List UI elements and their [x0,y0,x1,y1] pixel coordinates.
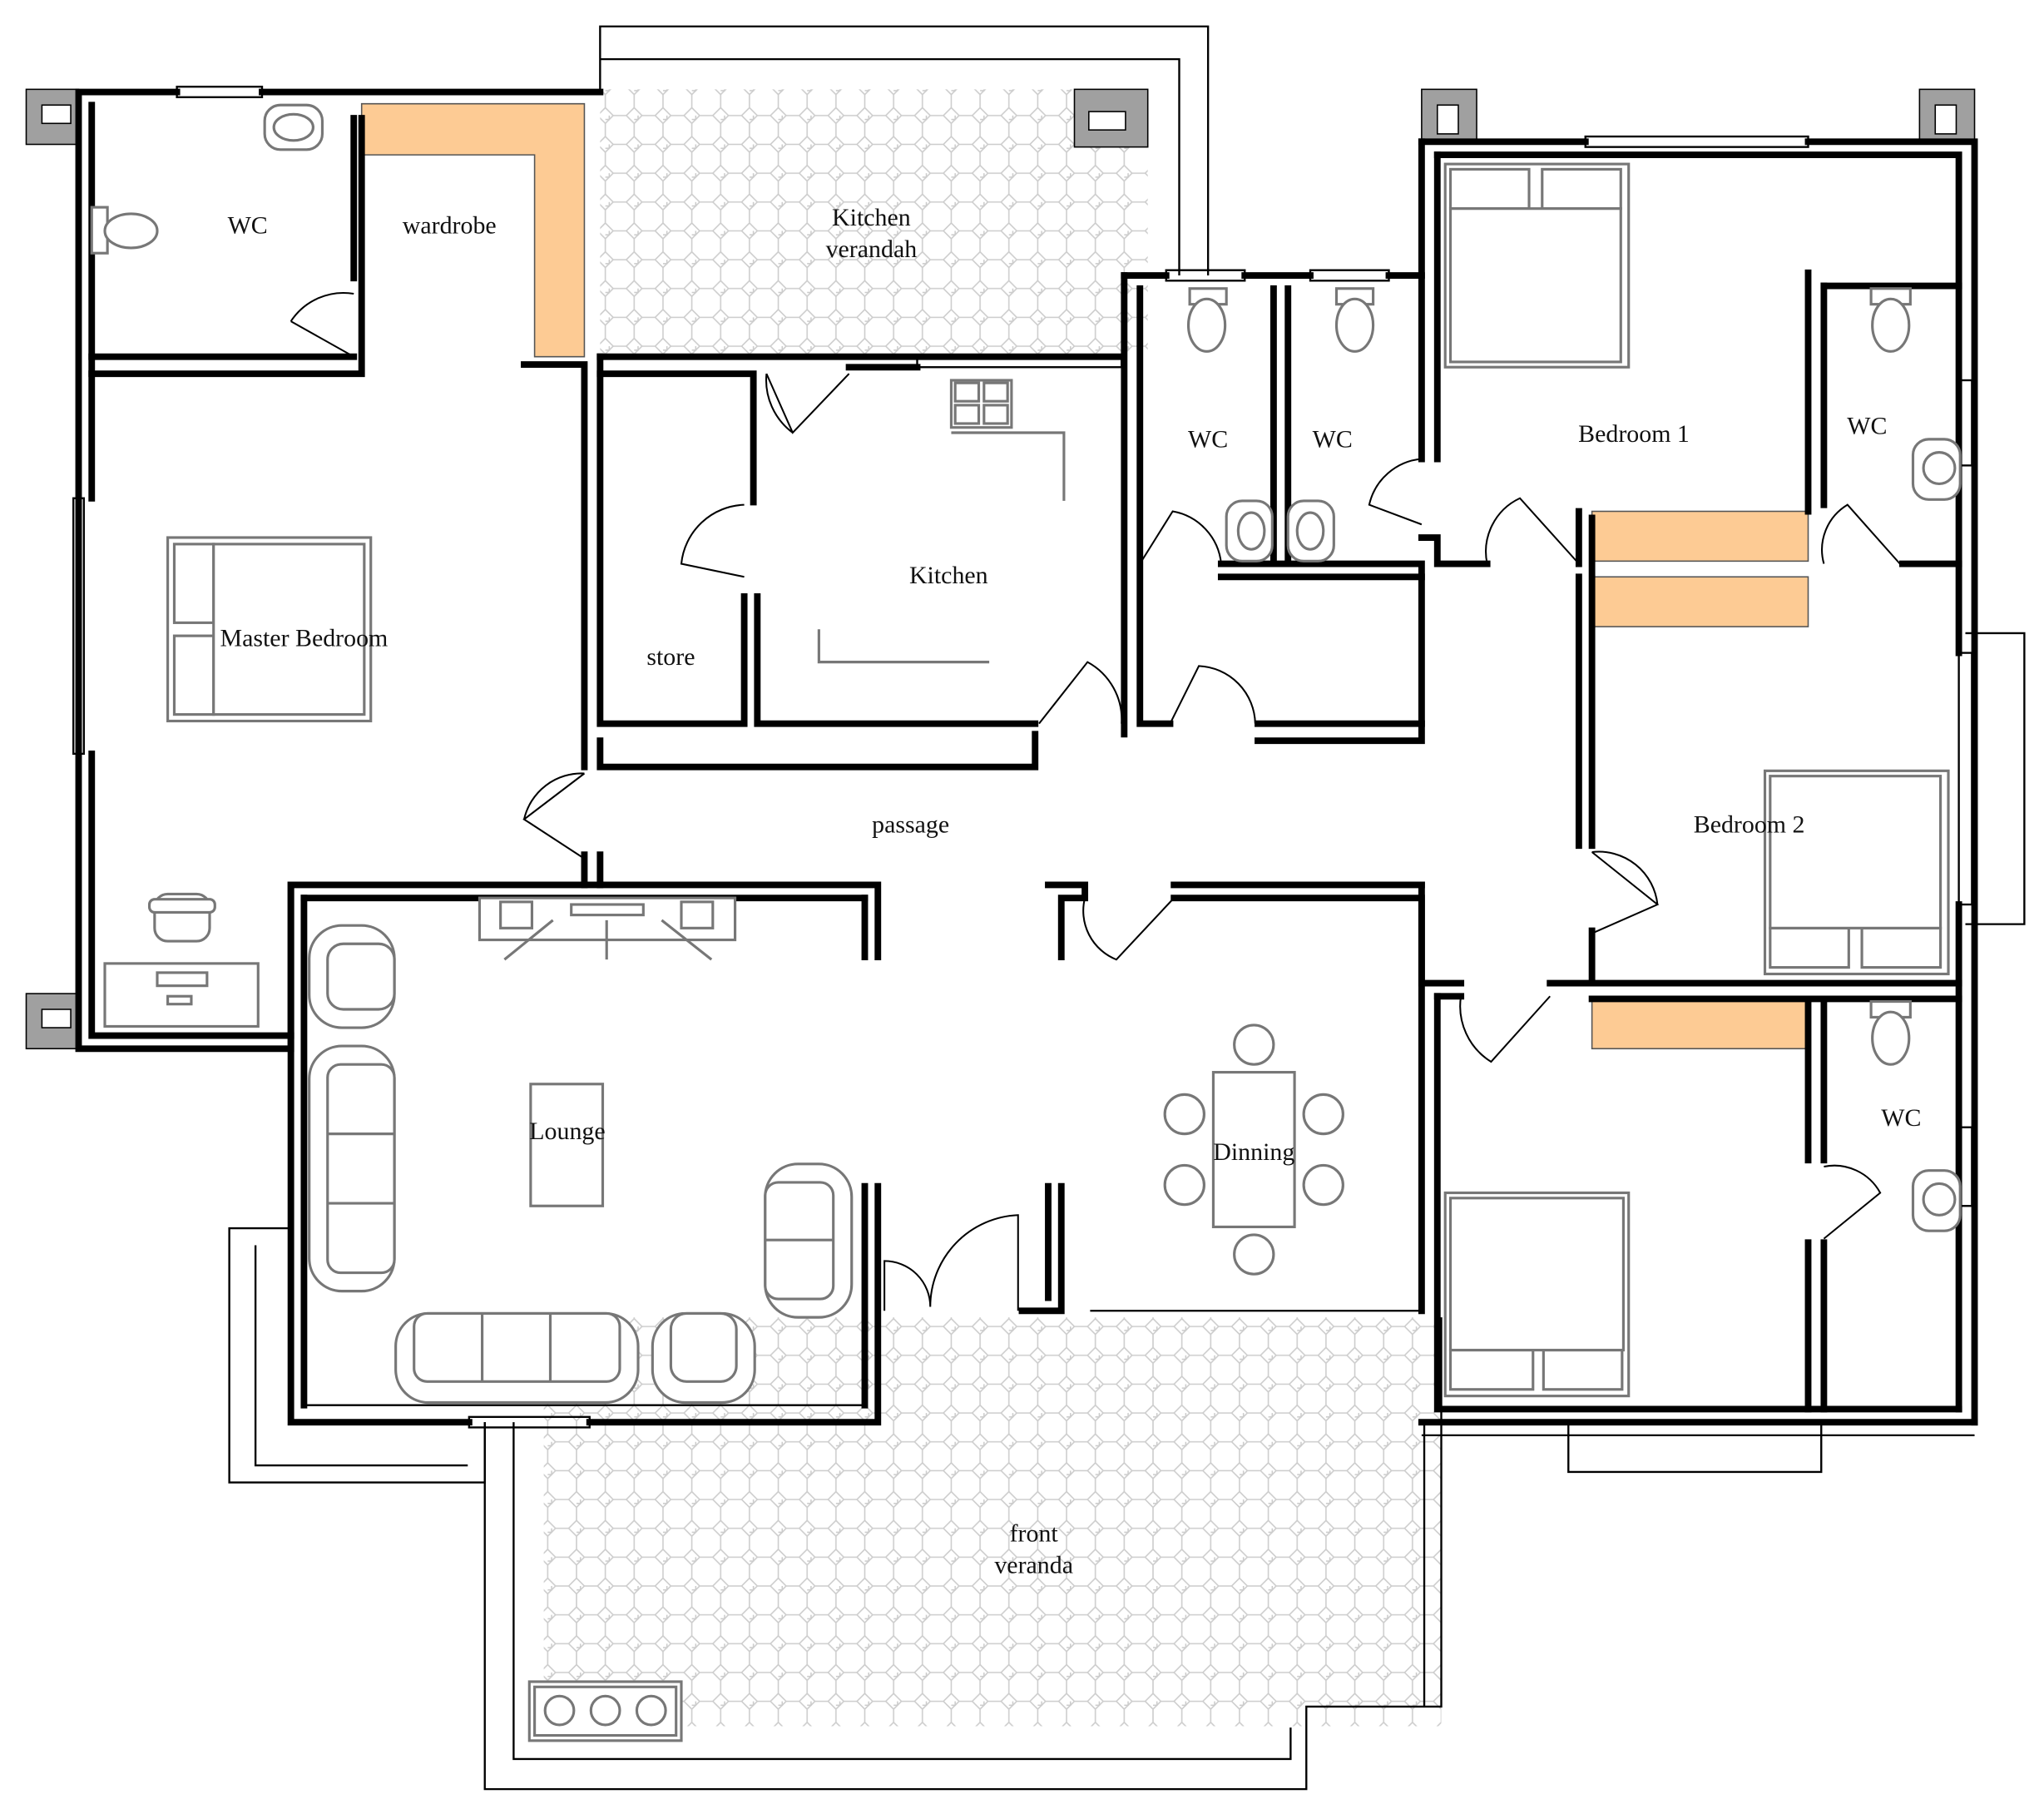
stove-icon [949,379,1013,429]
label-dining: Dinning [1213,1138,1294,1166]
sink-icon [1286,499,1335,563]
label-wc-bedroom3: WC [1881,1104,1921,1132]
toilet-icon [1334,287,1375,353]
label-store: store [646,643,695,671]
door-kitchen-verandah [765,373,850,434]
toilet-icon [1186,287,1228,353]
wardrobe-bedroom3 [1591,998,1809,1050]
toilet-icon [1869,999,1912,1066]
tv-unit-icon [478,896,737,961]
doors [290,292,1901,1311]
door-wc-bedroom1 [1821,503,1901,565]
door-kitchen [1038,661,1123,725]
chair-icon [147,892,216,943]
windows [72,86,1973,1429]
armchair-icon [308,924,396,1029]
label-wc-bedroom1: WC [1847,413,1887,440]
columns [25,88,1976,1050]
bed-icon-bedroom3 [1443,1191,1631,1398]
door-bedroom2 [1591,850,1660,934]
column [1073,88,1149,148]
door-wc1 [1139,510,1222,565]
wardrobe-bedroom2 [1591,576,1809,627]
label-bedroom-2: Bedroom 2 [1694,810,1805,838]
furniture [90,103,1962,1742]
door-dining [1082,897,1175,961]
sink-icon [263,103,324,151]
door-wc2 [1169,665,1256,725]
door-front [883,1214,1019,1311]
armchair-icon [651,1311,756,1405]
outline-lines [228,25,2026,1791]
kitchen-counter [951,431,1066,501]
desk-icon [103,962,260,1028]
label-front-veranda: front [1010,1519,1059,1547]
kitchen-verandah-floor [600,89,1148,357]
label-front-veranda-2: veranda [994,1551,1073,1579]
door-wc-master [290,292,354,358]
label-lounge: Lounge [529,1118,605,1145]
label-wc-master: WC [228,212,268,240]
label-bedroom-1: Bedroom 1 [1578,420,1690,448]
armchair-icon [764,1162,854,1319]
wardrobe-bedroom1 [1591,510,1809,563]
label-wc-2: WC [1313,425,1353,453]
door-bedroom1 [1368,458,1423,526]
room-labels: WC wardrobe Kitchen verandah Master Bedr… [220,204,1921,1579]
bed-icon-bedroom1 [1443,162,1631,369]
label-wardrobe: wardrobe [403,212,497,240]
dining-table-icon [1163,1023,1344,1276]
label-passage: passage [872,810,949,838]
sink-icon [1911,1169,1962,1232]
door-bedroom3 [1459,995,1551,1063]
coffee-table-icon [529,1083,605,1207]
door-master-bedroom [522,772,586,860]
door-wc-bedroom3 [1823,1164,1882,1240]
toilet-icon [90,206,159,255]
wardrobes [360,102,1809,1050]
label-kitchen-verandah: Kitchen [832,204,911,231]
label-kitchen-verandah-2: verandah [826,235,918,263]
toilet-icon [1869,287,1912,353]
door-store [680,503,745,578]
sofa-icon [394,1311,640,1405]
master-bed-icon [166,536,373,723]
bed-icon-bedroom2 [1763,769,1950,976]
sink-icon [1911,438,1962,501]
planter-icon [527,1680,683,1742]
label-kitchen: Kitchen [909,562,988,589]
kitchen-counter [817,629,990,664]
sink-icon [1225,499,1274,563]
label-master-bedroom: Master Bedroom [220,625,388,652]
sofa-icon [308,1044,396,1293]
door-bedroom1-main [1485,497,1580,565]
label-wc-1: WC [1188,425,1228,453]
